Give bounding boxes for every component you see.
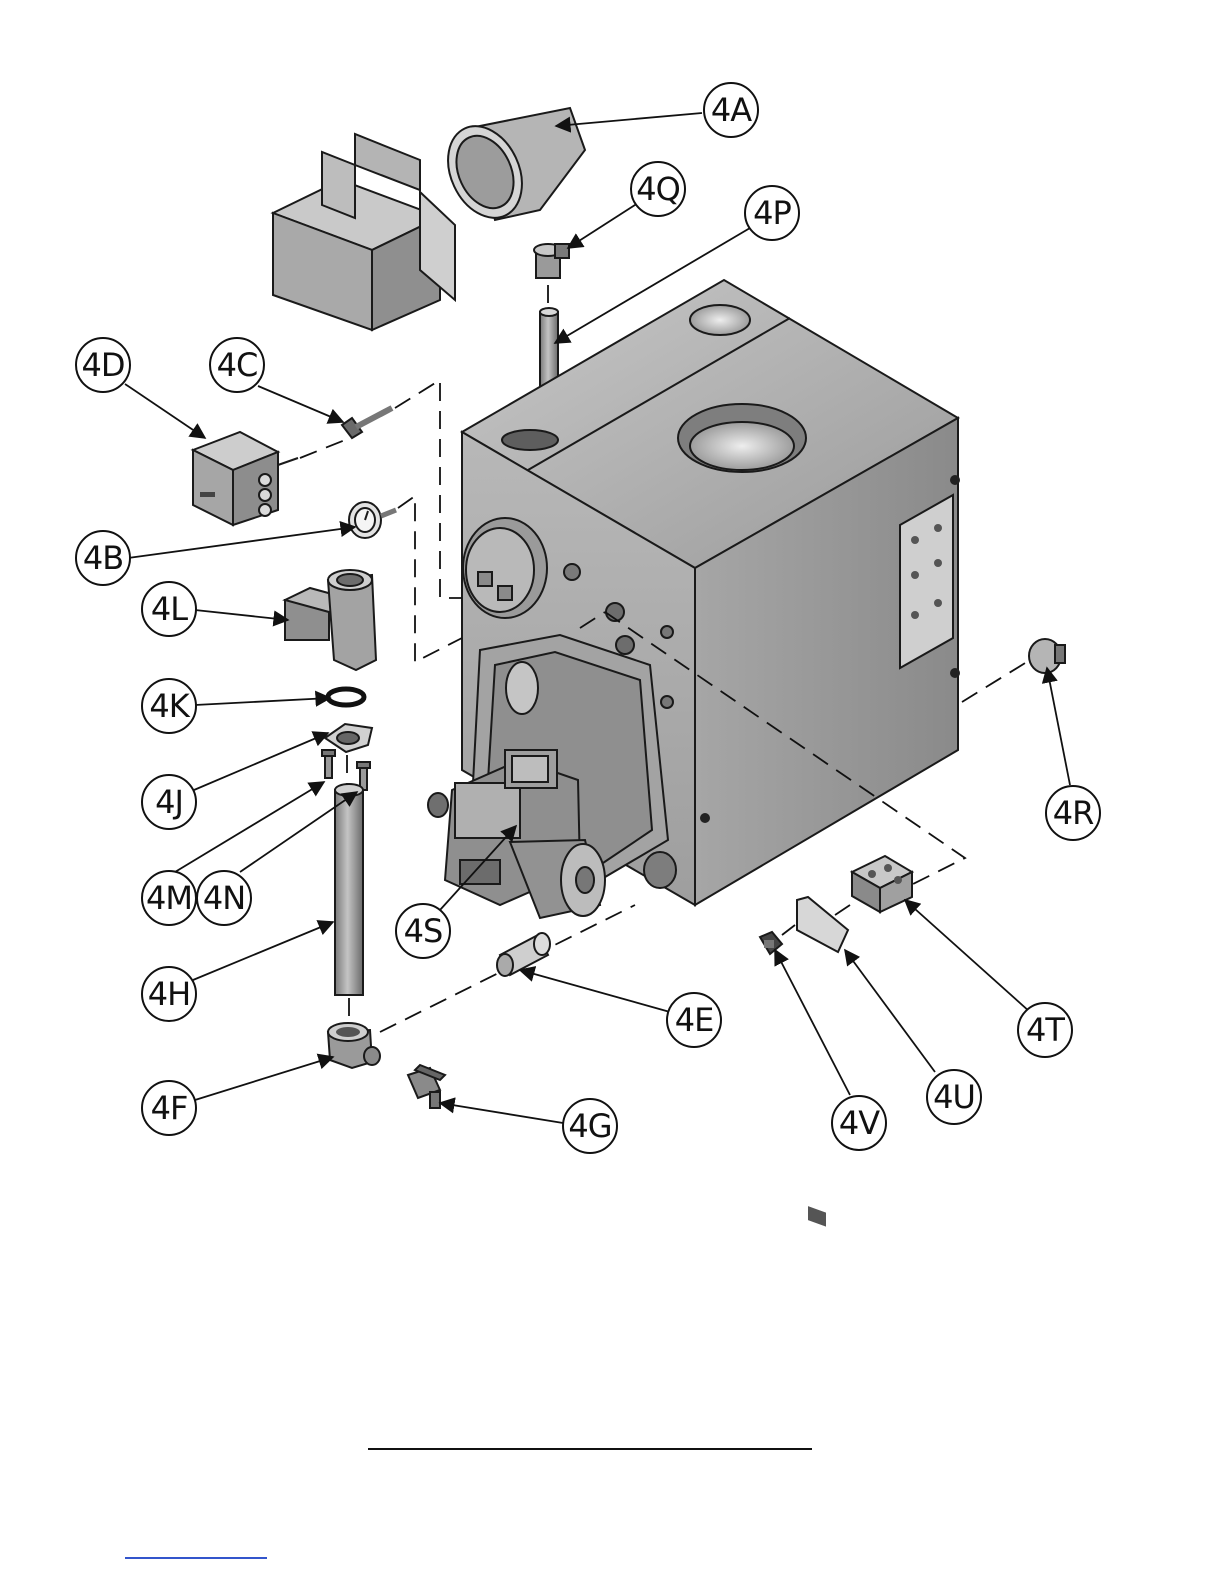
part-4u-cover-plate (797, 897, 848, 1227)
callout-4e: 4E (667, 993, 721, 1047)
callout-4v: 4V (832, 1096, 886, 1150)
callout-4d: 4D (76, 338, 130, 392)
callout-4d-label: 4D (82, 346, 125, 384)
callout-4q: 4Q (631, 162, 685, 216)
callout-4h: 4H (142, 967, 196, 1021)
callout-4f-label: 4F (151, 1089, 188, 1127)
part-4r-plug (1029, 639, 1065, 673)
part-4h-return-pipe (335, 784, 363, 995)
callout-4n: 4N (197, 871, 251, 925)
part-4j-flange (325, 724, 372, 752)
callout-4t-label: 4T (1026, 1011, 1065, 1049)
callout-4t: 4T (1018, 1003, 1072, 1057)
draft-hood-duct (273, 134, 455, 330)
callout-4p: 4P (745, 186, 799, 240)
callout-4u: 4U (927, 1070, 981, 1124)
part-4k-gasket (328, 689, 364, 705)
callout-4p-label: 4P (753, 194, 791, 232)
part-4f-tee-fitting (328, 1023, 380, 1068)
callout-4l-label: 4L (151, 590, 188, 628)
part-4g-drain-valve (408, 1065, 445, 1108)
callout-4u-label: 4U (933, 1078, 975, 1116)
callout-4c: 4C (210, 338, 264, 392)
part-4t-junction-box (852, 856, 912, 912)
callout-4n-label: 4N (203, 879, 245, 917)
callout-4a-label: 4A (711, 91, 752, 129)
callout-4g-label: 4G (568, 1107, 611, 1145)
part-4b-temp-pressure-gauge (349, 502, 396, 538)
callout-4l: 4L (142, 582, 196, 636)
callout-4v-label: 4V (839, 1104, 880, 1142)
callout-4r-label: 4R (1053, 794, 1094, 832)
part-4v-switch (760, 932, 782, 954)
callout-4r: 4R (1046, 786, 1100, 840)
part-4c-immersion-well (342, 408, 392, 438)
callout-4g: 4G (563, 1099, 617, 1153)
callout-4m-label: 4M (146, 879, 192, 917)
callout-4h-label: 4H (148, 975, 190, 1013)
part-4l-circulator-pump (285, 570, 376, 670)
callout-4k-label: 4K (149, 687, 190, 725)
part-4q-air-vent (534, 244, 569, 278)
callout-4e-label: 4E (675, 1001, 714, 1039)
part-4e-pipe-nipple (497, 933, 550, 976)
callout-4f: 4F (142, 1081, 196, 1135)
callout-4k: 4K (142, 679, 196, 733)
callout-4s: 4S (396, 904, 450, 958)
callout-4b-label: 4B (83, 539, 123, 577)
callout-4b: 4B (76, 531, 130, 585)
part-4d-control-box (193, 432, 298, 525)
callout-4j-label: 4J (155, 783, 183, 821)
callout-4c-label: 4C (217, 346, 258, 384)
callout-4m: 4M (142, 871, 196, 925)
callout-4s-label: 4S (404, 912, 443, 950)
callout-4a: 4A (704, 83, 758, 137)
callout-4j: 4J (142, 775, 196, 829)
callout-4q-label: 4Q (636, 170, 680, 208)
